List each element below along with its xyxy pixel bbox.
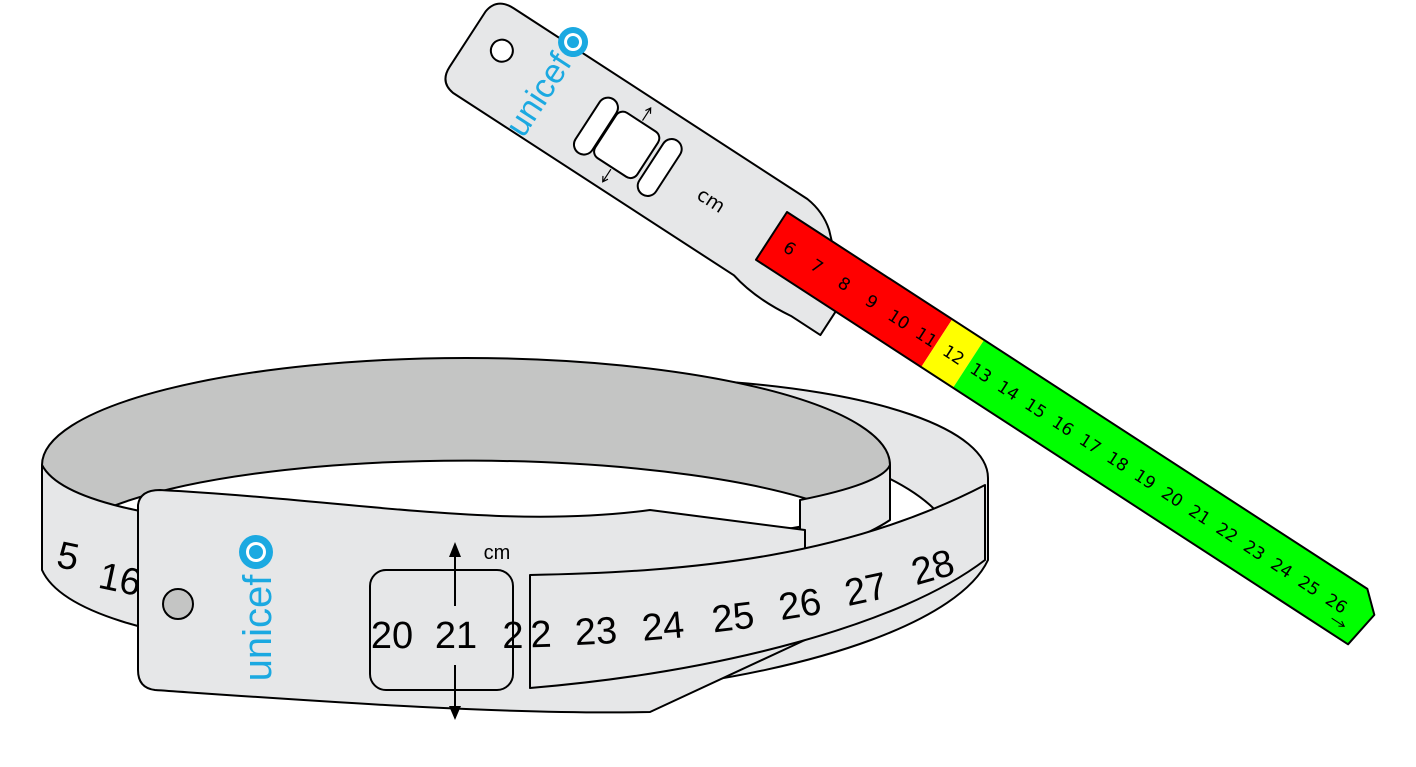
svg-text:unicef: unicef	[236, 574, 280, 682]
unit-label: cm	[484, 542, 511, 564]
arrow-up-icon	[449, 542, 461, 557]
band-number: 16	[95, 555, 145, 605]
window-number: 21	[435, 615, 477, 657]
band-number: 2	[530, 614, 553, 657]
unicef-emblem-icon	[558, 27, 589, 58]
sizing-window	[369, 569, 514, 691]
slot-right	[636, 138, 683, 197]
yellow-zone	[921, 319, 985, 388]
tape-paddle	[444, 2, 846, 337]
band-strip	[529, 484, 986, 689]
red-zone	[755, 211, 953, 368]
arrow-down-icon	[602, 168, 612, 183]
green-zone	[953, 339, 1375, 645]
window-number: 2	[502, 615, 523, 657]
end-arrow-icon	[1331, 617, 1346, 627]
arrow-down-icon	[449, 706, 461, 720]
band-number: 25	[709, 595, 756, 642]
sizing-window	[593, 110, 661, 180]
window-number: 20	[371, 615, 413, 657]
band-number: 27	[841, 565, 891, 615]
band-number: 24	[640, 604, 686, 650]
unicef-logo: unicef	[236, 535, 280, 681]
unicef-emblem-icon	[239, 535, 273, 569]
band-number: 26	[776, 581, 824, 629]
strip-outline	[754, 211, 1376, 646]
arrow-up-icon	[641, 106, 652, 121]
band-number: 23	[574, 610, 618, 654]
hang-hole	[489, 38, 514, 63]
flat-muac-tape: unicef cm 678910111213141516171819202122…	[444, 2, 1376, 646]
hang-hole	[162, 588, 194, 620]
